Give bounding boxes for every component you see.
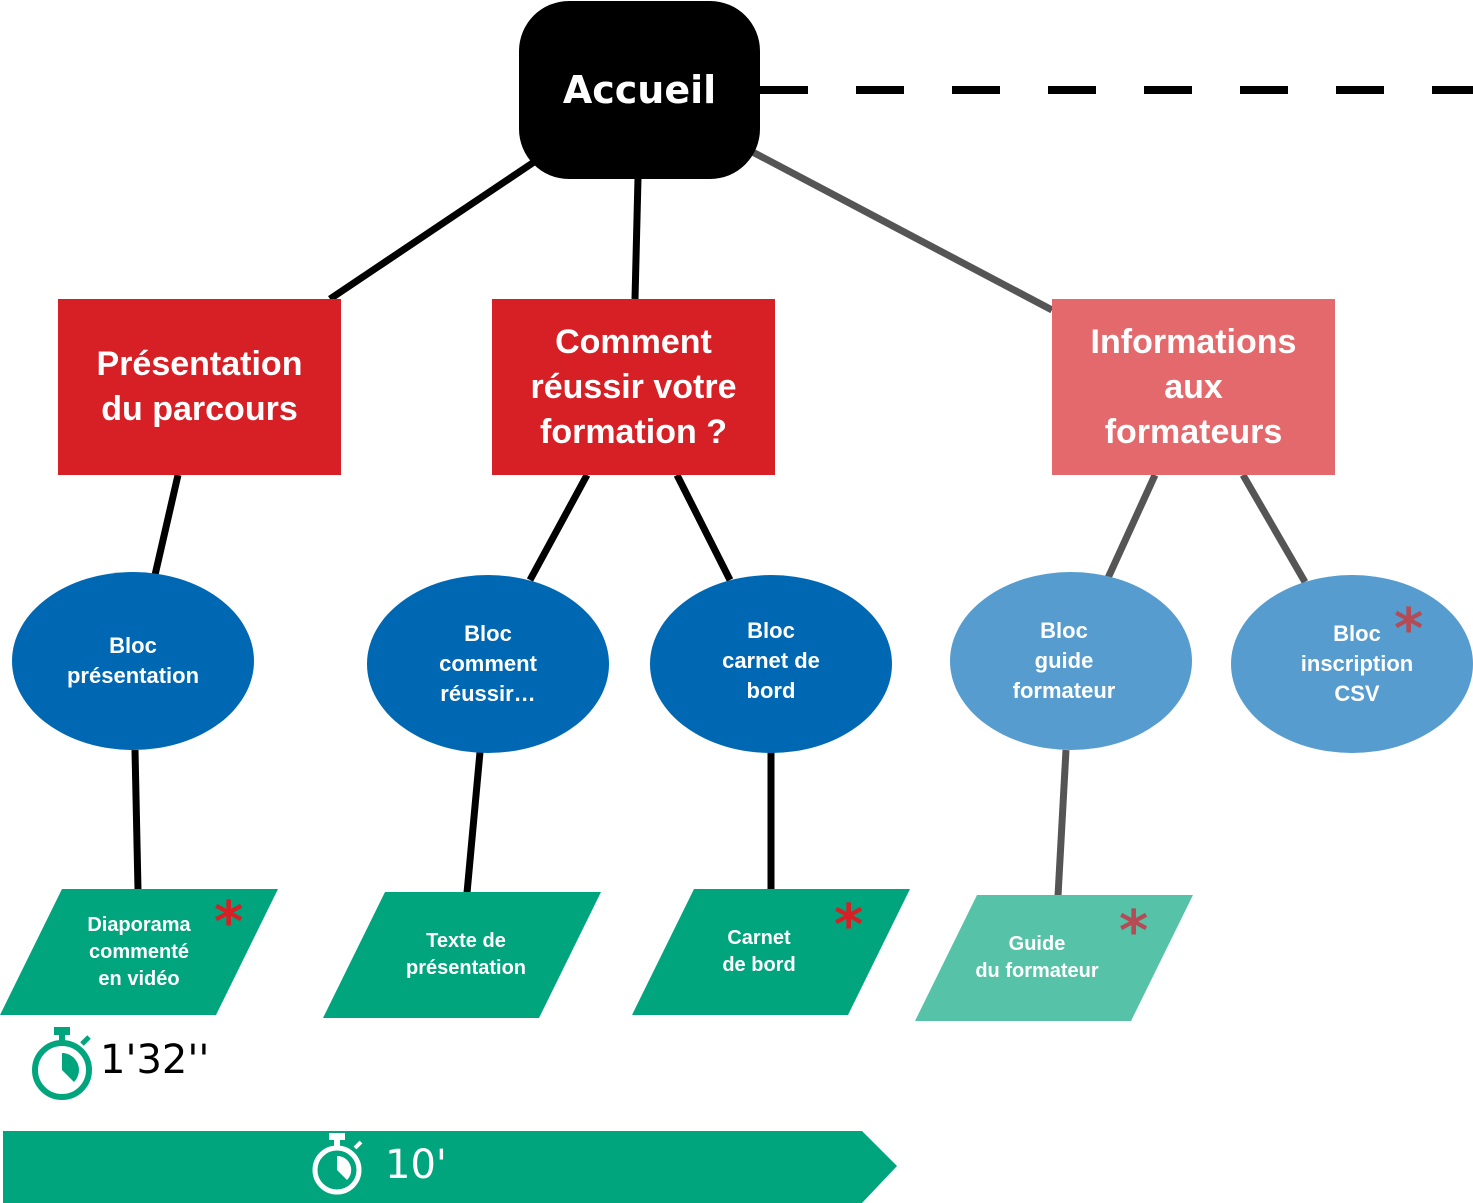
connectors — [131, 86, 1473, 897]
resource-label: Guide du formateur — [975, 933, 1099, 982]
connector-bloc-2-resource-2 — [463, 751, 484, 894]
bloc-node-shape — [1231, 575, 1473, 753]
stopwatch-icon — [32, 1027, 92, 1100]
bloc-label: Bloc présentation — [66, 633, 200, 688]
total-duration-bar — [3, 1131, 897, 1203]
section-node-shape — [58, 299, 341, 475]
section-label: Présentation du parcours — [96, 345, 303, 428]
stopwatch-icon — [312, 1133, 363, 1195]
connector-root-section-3 — [743, 144, 1054, 314]
root-node-shape — [519, 1, 760, 179]
asterisk-marker: * — [1394, 597, 1424, 662]
connector-section-1-bloc-1 — [151, 474, 182, 576]
resource-label: Texte de présentation — [405, 930, 527, 979]
connector-section-3-bloc-4 — [1104, 473, 1159, 580]
bloc-label: Bloc inscription CSV — [1300, 621, 1414, 706]
resource-label: Carnet de bord — [722, 927, 796, 976]
asterisk-marker: * — [834, 893, 864, 958]
resource-node-shape — [323, 892, 601, 1018]
bloc-label: Bloc carnet de bord — [722, 618, 820, 703]
bloc-node-shape — [12, 572, 254, 750]
asterisk-marker: * — [214, 890, 244, 955]
connector-root-section-1 — [328, 155, 542, 302]
bloc-label: Bloc comment réussir… — [439, 621, 537, 706]
resource-node-shape — [915, 895, 1193, 1021]
connector-section-2-bloc-3 — [673, 473, 734, 582]
section-node-shape — [492, 299, 775, 475]
section-label: Informations aux formateurs — [1090, 322, 1297, 451]
bloc-node-shape — [950, 572, 1192, 750]
bloc-node-shape — [367, 575, 609, 753]
connector-root-section-2 — [631, 177, 642, 300]
resource-node-shape — [632, 889, 910, 1015]
video-duration-text: 1'32'' — [100, 1037, 210, 1083]
section-node-shape — [1052, 299, 1335, 475]
connector-section-3-bloc-5 — [1239, 473, 1309, 584]
section-label: Comment réussir votre formation ? — [530, 322, 737, 451]
root-node-label: Accueil — [562, 68, 717, 112]
connector-bloc-1-resource-1 — [131, 749, 142, 891]
resource-label: Diaporama commenté en vidéo — [87, 913, 191, 990]
bloc-node-shape — [650, 575, 892, 753]
connector-bloc-4-resource-4 — [1054, 749, 1070, 897]
connector-section-2-bloc-2 — [526, 473, 591, 582]
asterisk-marker: * — [1119, 899, 1149, 964]
bloc-label: Bloc guide formateur — [1012, 618, 1116, 703]
resource-node-shape — [0, 889, 278, 1015]
total-duration-text: 10' — [385, 1142, 447, 1188]
